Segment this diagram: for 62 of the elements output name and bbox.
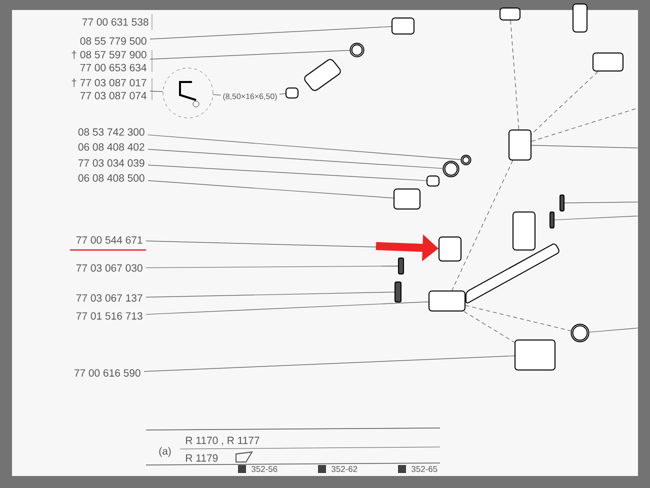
part-number: † 08 57 597 900 77 00 653 634 — [72, 50, 146, 72]
leader-line — [554, 216, 638, 220]
leader-line — [148, 180, 394, 198]
gear-knob-drawing — [392, 18, 414, 34]
part-number: 77 00 631 538 — [82, 18, 148, 26]
ball-joint-drawing — [508, 130, 532, 160]
leader-line — [150, 90, 164, 92]
leader-line — [212, 94, 221, 96]
leader-line — [148, 134, 462, 160]
bush-drawing — [438, 236, 462, 262]
leader-line — [279, 93, 286, 94]
assembly-line — [452, 160, 514, 291]
part-number: 77 03 067 137 — [76, 294, 142, 302]
leader-line — [146, 266, 398, 268]
part-number: 08 53 742 300 — [78, 128, 144, 136]
bush-drawing — [514, 340, 556, 370]
washer-drawing — [350, 42, 364, 58]
part-number: 77 03 067 030 — [76, 264, 142, 272]
assembly-line — [531, 108, 638, 142]
leader-line — [146, 302, 429, 315]
washer-drawing — [460, 154, 472, 166]
assembly-line — [464, 311, 515, 343]
leader-line — [148, 164, 427, 181]
part-number: 08 55 779 500 — [80, 37, 146, 45]
ball-joint-drawing — [592, 52, 624, 72]
leader-line — [150, 26, 392, 40]
nut-drawing — [426, 176, 440, 186]
cap-drawing — [394, 188, 420, 210]
part-number: 06 08 408 402 — [78, 143, 144, 151]
pin-drawing — [394, 282, 402, 302]
leader-line — [531, 144, 638, 148]
fork-drawing — [572, 4, 588, 32]
inset-circle — [162, 68, 214, 118]
washer-drawing — [442, 160, 460, 178]
pin-drawing — [560, 194, 564, 212]
model-list: R 1170 , R 1177 — [186, 436, 260, 446]
assembly-line — [465, 305, 572, 332]
leader-line — [148, 149, 444, 169]
bush-drawing — [500, 8, 520, 20]
leader-line — [588, 328, 638, 333]
pin-drawing — [550, 212, 554, 228]
leader-line — [144, 356, 515, 372]
footnote-mark: (a) — [159, 447, 171, 457]
model-list: R 1179 — [186, 454, 218, 462]
part-number: 77 00 544 671 — [76, 236, 142, 244]
assembly-line — [510, 20, 520, 130]
reference-number: 352-62 — [332, 466, 358, 472]
part-number: 77 01 516 713 — [76, 312, 142, 320]
leader-line — [150, 50, 351, 60]
part-number: 77 00 616 590 — [74, 369, 140, 377]
part-number: 77 03 034 039 — [78, 159, 144, 167]
pin-drawing — [398, 258, 404, 274]
washer-drawing — [570, 324, 590, 342]
part-number: 06 08 408 500 — [78, 174, 144, 182]
cap-drawing — [286, 88, 298, 98]
reference-number: 352-65 — [412, 466, 438, 472]
lever-drawing — [428, 290, 466, 312]
leader-line — [146, 292, 395, 298]
reference-number: 352-56 — [252, 466, 278, 472]
part-number: † 77 03 087 017 77 03 087 074 — [72, 78, 146, 100]
leader-line — [564, 202, 638, 204]
assembly-line — [531, 71, 598, 134]
